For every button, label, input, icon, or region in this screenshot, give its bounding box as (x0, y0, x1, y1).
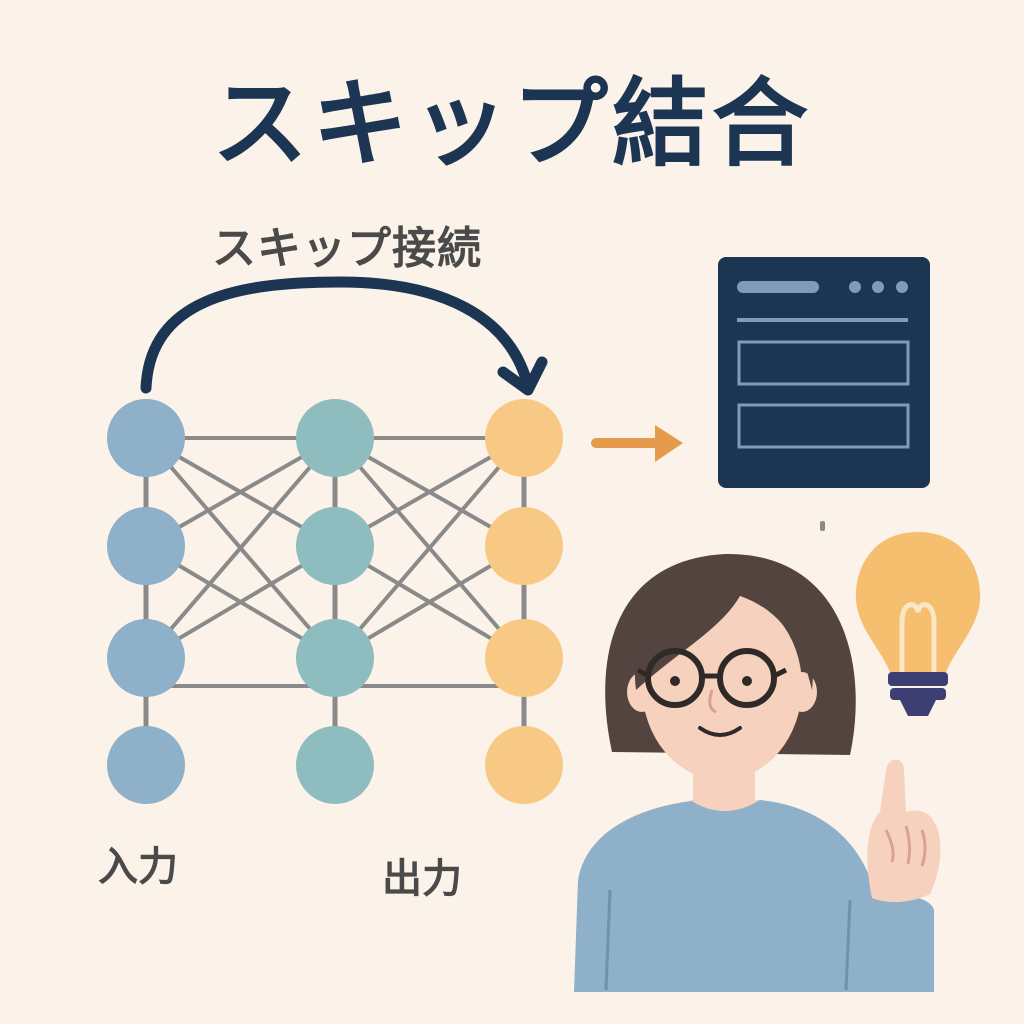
hidden-node (296, 507, 374, 585)
neckline (690, 800, 760, 811)
input-node (107, 399, 185, 477)
hair-front (634, 579, 814, 690)
eye (742, 676, 752, 686)
glasses-arm (636, 667, 650, 679)
hidden-layer (296, 399, 374, 804)
edge (333, 436, 526, 660)
edge (333, 544, 526, 660)
output-node (485, 399, 563, 477)
sweater-seam (604, 889, 612, 991)
neck (693, 748, 755, 810)
person-illustration (574, 553, 941, 992)
input-node (107, 726, 185, 804)
ear (627, 672, 657, 712)
output-node (485, 726, 563, 804)
glasses-lens (645, 648, 705, 708)
sweater (574, 800, 874, 992)
edge (334, 436, 525, 548)
ear (787, 672, 817, 712)
edge (333, 544, 526, 660)
output-label: 出力 (382, 856, 462, 902)
input-node (107, 619, 185, 697)
eye (670, 676, 680, 686)
face (642, 592, 802, 780)
hidden-node (296, 619, 374, 697)
edge (144, 544, 337, 660)
hidden-node (296, 726, 374, 804)
output-node (485, 507, 563, 585)
browser-window-icon (718, 257, 930, 488)
pointing-hand (867, 759, 941, 903)
output-node (485, 619, 563, 697)
small-tick (820, 521, 825, 531)
column-connectors (143, 438, 527, 765)
edge (144, 436, 337, 660)
glasses-arm (772, 667, 788, 679)
page-title: スキップ結合 (212, 68, 812, 180)
raised-arm-sleeve (868, 895, 934, 992)
hidden-node (296, 399, 374, 477)
skip-arrow-icon (140, 276, 548, 396)
edge (144, 436, 337, 660)
edge (144, 544, 337, 660)
edge (334, 436, 525, 548)
input-label: 入力 (98, 844, 178, 890)
skip-connection-label: スキップ接続 (212, 223, 482, 274)
mouth (698, 726, 742, 737)
input-layer (107, 399, 185, 804)
edge (145, 436, 336, 548)
right-arrow-icon (591, 425, 683, 462)
nose (708, 689, 717, 714)
sweater-seam (844, 899, 852, 991)
light-bulb-icon (855, 532, 981, 716)
input-node (107, 507, 185, 585)
edge (333, 436, 526, 660)
output-layer (485, 399, 563, 804)
network-edges (144, 436, 526, 688)
hair-back (605, 553, 856, 755)
edge (145, 436, 336, 548)
glasses-lens (717, 648, 777, 708)
finger-lines (884, 825, 927, 867)
